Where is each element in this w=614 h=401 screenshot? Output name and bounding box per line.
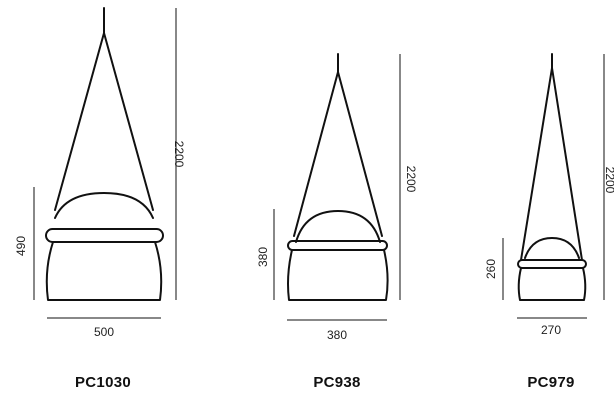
shade-dome — [524, 237, 580, 259]
total-height-label: 2200 — [603, 167, 614, 194]
width-label: 270 — [541, 323, 561, 337]
shade-dome — [295, 210, 381, 243]
model-name: PC1030 — [75, 374, 131, 391]
shade-body — [45, 241, 163, 301]
shade-ring — [287, 240, 388, 251]
shade-body — [517, 267, 587, 301]
lamp-pc979: 2200 260 270 PC979 — [484, 53, 614, 391]
suspension-frame — [520, 67, 583, 261]
shade-ring — [45, 228, 164, 243]
model-name: PC979 — [527, 374, 574, 391]
shade-height-label: 490 — [14, 236, 28, 256]
lamp-pc938: 2200 380 380 PC938 — [256, 53, 418, 391]
width-label: 500 — [94, 325, 114, 339]
suspension-frame — [54, 32, 154, 211]
suspension-frame — [293, 71, 383, 237]
width-label: 380 — [327, 328, 347, 342]
shade-dome — [54, 192, 154, 219]
lamp-pc1030: 2200 490 500 PC1030 — [14, 7, 186, 391]
shade-ring — [517, 259, 587, 269]
total-height-label: 2200 — [404, 166, 418, 193]
total-height-label: 2200 — [172, 141, 186, 168]
shade-height-label: 260 — [484, 259, 498, 279]
shade-body — [287, 249, 389, 301]
shade-height-label: 380 — [256, 247, 270, 267]
model-name: PC938 — [313, 374, 360, 391]
